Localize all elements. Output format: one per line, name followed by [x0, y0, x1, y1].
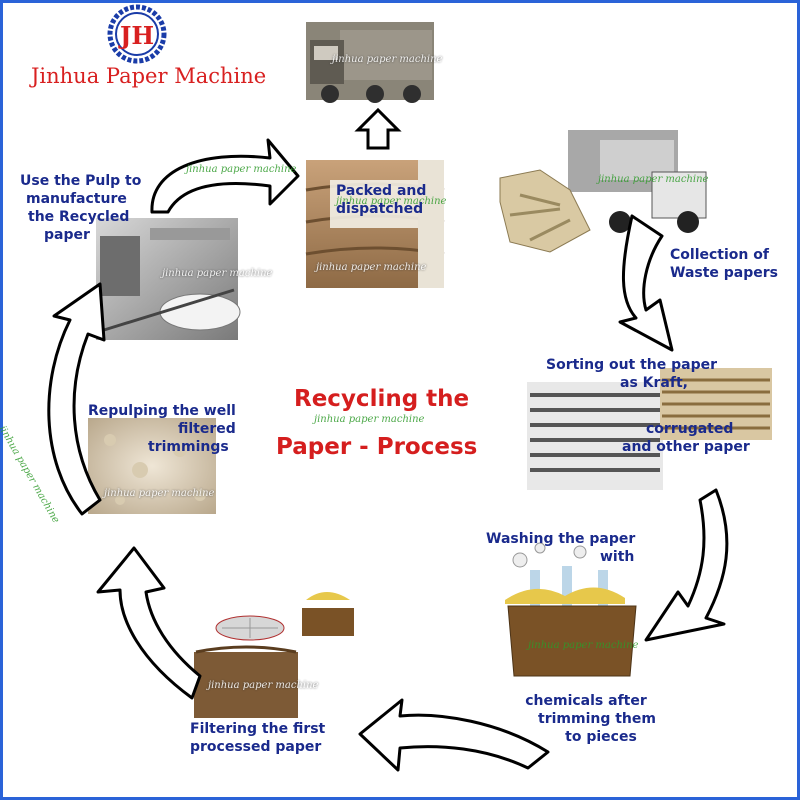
- filtering-image: [194, 592, 354, 718]
- arrow-washing-to-filtering-icon: [358, 698, 550, 772]
- watermark: jinhua paper machine: [528, 640, 639, 651]
- packed-bales-image: [305, 160, 445, 288]
- watermark: jinhua paper machine: [598, 174, 709, 185]
- repulped-trimmings-image: [88, 418, 216, 514]
- step-label-packed: Packed and dispatched: [336, 183, 427, 217]
- washing-tub-image: [505, 542, 637, 677]
- paper-machine-image: [96, 218, 241, 340]
- arrow-sorting-to-washing-icon: [644, 488, 729, 642]
- watermark: jinhua paper machine: [208, 680, 319, 691]
- watermark: jinhua paper machine: [314, 414, 425, 425]
- arrow-pulp-to-packed-icon: [150, 138, 300, 214]
- step-label-repulping: Repulping the well filtered trimmings: [88, 403, 236, 455]
- watermark: jinhua paper machine: [316, 262, 427, 273]
- watermark: jinhua paper machine: [162, 268, 273, 279]
- watermark: jinhua paper machine: [336, 196, 447, 207]
- watermark: jinhua paper machine: [104, 488, 215, 499]
- arrow-repulping-to-pulp-icon: [47, 282, 106, 516]
- diagram-title-line2: Paper - Process: [276, 434, 478, 460]
- arrow-collection-to-sorting-icon: [618, 214, 674, 352]
- diagram-title-line1: Recycling the: [294, 386, 470, 412]
- watermark: jinhua paper machine: [332, 54, 443, 65]
- dispatch-truck-image: [306, 22, 434, 103]
- watermark: jinhua paper machine: [186, 164, 297, 175]
- collection-truck-image: [499, 130, 707, 253]
- step-label-washing-top: Washing the paper with: [486, 531, 636, 565]
- logo-initials: JH: [118, 21, 154, 50]
- step-label-pulp: Use the Pulp to manufacture the Recycled…: [20, 173, 142, 243]
- company-name: Jinhua Paper Machine: [31, 64, 267, 88]
- arrow-filtering-to-repulping-icon: [96, 546, 202, 700]
- sorted-paper-piles-image: [527, 368, 772, 490]
- company-logo-icon: JH: [107, 4, 167, 64]
- step-label-washing-bottom: chemicals after trimming them to pieces: [525, 693, 656, 745]
- step-label-collection: Collection of Waste papers: [670, 247, 779, 281]
- step-label-filtering: Filtering the first processed paper: [190, 721, 326, 755]
- step-label-sorting: Sorting out the paper as Kraft, corrugat…: [546, 357, 750, 455]
- up-arrow-icon: [354, 107, 402, 150]
